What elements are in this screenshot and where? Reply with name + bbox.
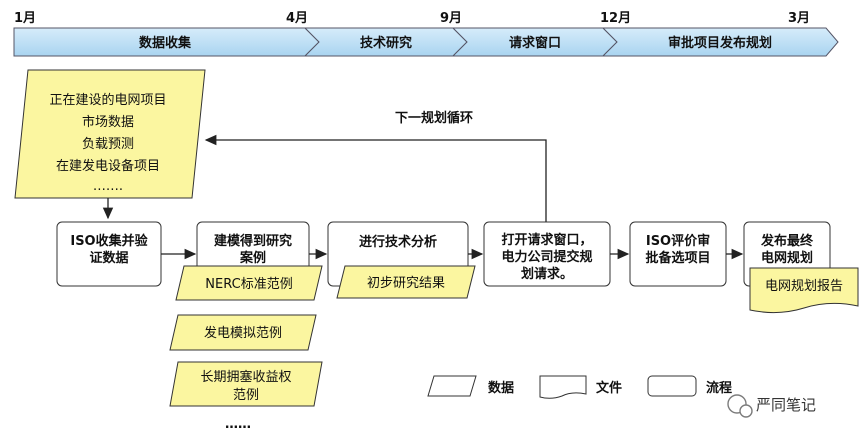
data-prelim-label: 初步研究结果 [367, 276, 445, 291]
input-data-item: 市场数据 [82, 114, 134, 130]
month-mar: 3月 [788, 11, 810, 26]
timeline: 数据收集 技术研究 请求窗口 审批项目发布规划 [13, 27, 839, 57]
month-dec: 12月 [600, 11, 631, 26]
loop-label: 下一规划循环 [395, 110, 473, 126]
watermark-text: 严同笔记 [756, 396, 816, 414]
input-data-item: 负载预测 [82, 137, 134, 152]
data-prelim-results [336, 265, 476, 299]
step-label: 证数据 [89, 250, 128, 266]
legend-file-shape [539, 375, 587, 399]
input-data-item: 正在建设的电网项目 [49, 92, 166, 108]
document-label: 电网规划报告 [765, 279, 843, 294]
legend-process-label: 流程 [706, 380, 732, 396]
legend: 数据 文件 流程 [427, 375, 732, 399]
input-data-item: ……. [93, 179, 123, 194]
step-label: ISO评价审 [646, 233, 710, 249]
phase-label-2: 技术研究 [360, 35, 412, 51]
month-sep: 9月 [440, 11, 462, 26]
legend-data-label: 数据 [488, 380, 514, 396]
data-ltr [169, 361, 323, 407]
legend-file-label: 文件 [596, 380, 622, 396]
data-nerc [175, 265, 323, 301]
data-gen-sim-label: 发电模拟范例 [204, 325, 282, 341]
step-label: 案例 [239, 250, 266, 266]
phase-approval [601, 27, 839, 57]
month-apr: 4月 [286, 11, 308, 26]
wechat-icon [727, 394, 747, 414]
step-label: ISO收集并验 [70, 233, 148, 249]
document-grid-plan-report [749, 267, 859, 314]
loop-arrow [204, 134, 547, 222]
data-ltr-label: 范例 [233, 388, 259, 403]
legend-process-shape [647, 375, 697, 397]
input-data-shape [14, 69, 206, 199]
data-gen-sim [169, 314, 317, 351]
step-label: 发布最终 [760, 233, 814, 249]
legend-data-shape [427, 375, 477, 397]
step-label: 进行技术分析 [359, 234, 437, 250]
input-data-item: 在建发电设备项目 [56, 158, 160, 174]
phase-label-3: 请求窗口 [509, 35, 561, 51]
step-label: 建模得到研究 [214, 233, 292, 249]
phase-label-4: 审批项目发布规划 [668, 35, 772, 51]
step-label: 电力公司提交规 [501, 249, 592, 265]
data-nerc-label: NERC标准范例 [205, 277, 292, 292]
data-more: …… [225, 417, 251, 432]
phase-label-1: 数据收集 [139, 35, 192, 51]
data-ltr-label: 长期拥塞收益权 [200, 369, 291, 385]
wechat-icon-bubble [739, 404, 753, 418]
month-jan: 1月 [14, 11, 36, 26]
step-label: 电网规划 [761, 250, 813, 266]
watermark: 严同笔记 [727, 394, 816, 418]
step-label: 打开请求窗口， [501, 232, 592, 248]
step-label: 批备选项目 [645, 250, 710, 266]
step-label: 划请求。 [521, 266, 573, 282]
